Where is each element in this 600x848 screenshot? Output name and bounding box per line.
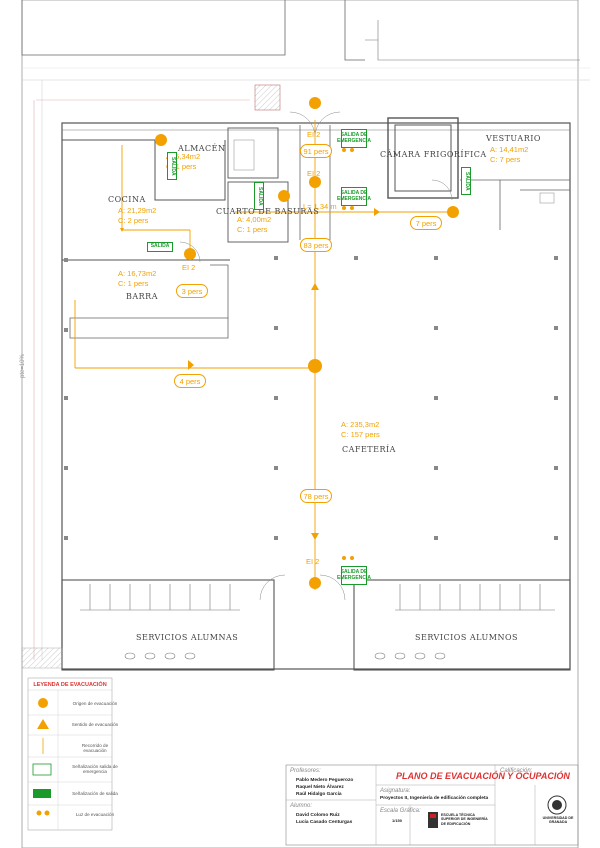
capacity-cocina: C: 2 pers <box>118 216 149 225</box>
capacity-vestuario: C: 7 pers <box>490 155 521 164</box>
tb-asignatura: Proyectos II, Ingeniería de edificación … <box>380 796 489 801</box>
legend-item-emergency-sign: Señalización salida de emergencia <box>72 764 118 775</box>
tb-profesor-2: Raquel Nieto Álvarez <box>296 785 344 790</box>
legend-item-path: Recorrido de evacuación <box>81 743 109 754</box>
flow-91-pers: 91 pers <box>300 144 332 158</box>
legend-light-icon <box>36 810 42 816</box>
capacity-almacen: C: 1 pers <box>166 162 197 171</box>
flow-4-pers: 4 pers <box>174 374 206 388</box>
legend-item-exit-sign: Señalización de salida <box>72 791 118 796</box>
room-label-cafeteria: CAFETERÍA <box>342 445 396 454</box>
exit-label-mid: EI 2 <box>307 169 321 178</box>
area-almacen: A: 5,34m2 <box>166 152 201 161</box>
legend-arrow-icon <box>37 719 49 729</box>
legend-emergency-sign-icon <box>32 763 52 776</box>
area-barra: A: 16,73m2 <box>118 269 157 278</box>
tb-profesores-label: Profesores: <box>290 768 321 774</box>
exit-length: L= 1,34 m <box>303 202 337 211</box>
area-vestuario: A: 14,41m2 <box>490 145 529 154</box>
tb-title: PLANO DE EVACUACIÓN Y OCUPACIÓN <box>396 771 570 781</box>
title-block <box>285 764 579 846</box>
salida-sign-vestuario: SALIDA <box>461 167 471 195</box>
area-cocina: A: 21,29m2 <box>118 206 157 215</box>
flow-3-pers: 3 pers <box>176 284 208 298</box>
legend-origin-icon <box>38 698 48 708</box>
room-label-camara: CÁMARA FRIGORÍFICA <box>380 150 487 159</box>
tb-escuela: ESCUELA TÉCNICA SUPERIOR DE INGENIERÍA D… <box>441 813 488 826</box>
evacuation-origins <box>155 97 459 589</box>
tb-alumno-label: Alumno: <box>290 803 313 809</box>
columns <box>64 256 558 540</box>
room-label-barra: BARRA <box>126 292 158 301</box>
tb-alumno-1: David Colomo Ruiz <box>296 813 340 818</box>
tb-escala-label: Escala Gráfica: <box>380 808 421 814</box>
legend-item-origin: Origen de evacuación <box>72 701 118 706</box>
slope-label: pte=10% <box>20 354 26 378</box>
room-label-vestuario: VESTUARIO <box>486 134 541 143</box>
salida-sign-basuras: SALIDA <box>254 182 264 210</box>
university-seal <box>547 795 567 815</box>
flow-7-pers: 7 pers <box>410 216 442 230</box>
capacity-basuras: C: 1 pers <box>237 225 268 234</box>
tb-profesor-1: Pablo Medero Peguerozo <box>296 778 354 783</box>
outer-walls <box>61 122 571 670</box>
legend-item-direction: Sentido de evacuación <box>71 722 119 727</box>
school-logo <box>428 812 438 828</box>
flow-83-pers: 83 pers <box>300 238 332 252</box>
capacity-barra: C: 1 pers <box>118 279 149 288</box>
exit-label-bottom: EI 2 <box>306 557 320 566</box>
sheet-frame <box>21 0 579 848</box>
salida-sign-almacen: SALIDA <box>167 152 177 180</box>
tb-asignatura-label: Asignatura: <box>380 788 411 794</box>
flow-78-pers: 78 pers <box>300 489 332 503</box>
room-label-servicios-alumnos: SERVICIOS ALUMNOS <box>415 633 518 642</box>
room-label-cuarto-basuras: CUARTO DE BASURAS <box>216 207 320 216</box>
room-label-servicios-alumnas: SERVICIOS ALUMNAS <box>136 633 239 642</box>
tb-escala-value: 1/150 <box>392 818 403 823</box>
room-label-almacen: ALMACÉN <box>178 144 226 153</box>
evacuation-arrows <box>120 208 380 540</box>
room-label-cocina: COCINA <box>108 195 146 204</box>
tb-profesor-3: Raúl Hidalgo García <box>296 792 342 797</box>
legend-item-light: Luz de evacuación <box>75 812 115 817</box>
capacity-cafeteria: C: 157 pers <box>341 430 380 439</box>
exit-label-top: EI 2 <box>307 130 321 139</box>
legend-title: LEYENDA DE EVACUACIÓN <box>33 682 107 688</box>
legend-box <box>27 677 113 831</box>
tb-alumno-2: Lucía Casado Centurgas <box>296 820 353 825</box>
evacuation-paths <box>74 120 455 590</box>
emergency-lights <box>342 148 354 560</box>
area-cafeteria: A: 235,3m2 <box>341 420 380 429</box>
area-basuras: A: 4,00m2 <box>237 215 272 224</box>
tb-calificacion-label: Calificación: <box>500 768 533 774</box>
tb-universidad: UNIVERSIDAD DE GRANADA <box>542 816 574 825</box>
exit-label-cocina: EI 2 <box>182 263 196 272</box>
legend-exit-sign-icon <box>33 789 51 798</box>
salida-sign-cocina: SALIDA <box>147 242 173 252</box>
